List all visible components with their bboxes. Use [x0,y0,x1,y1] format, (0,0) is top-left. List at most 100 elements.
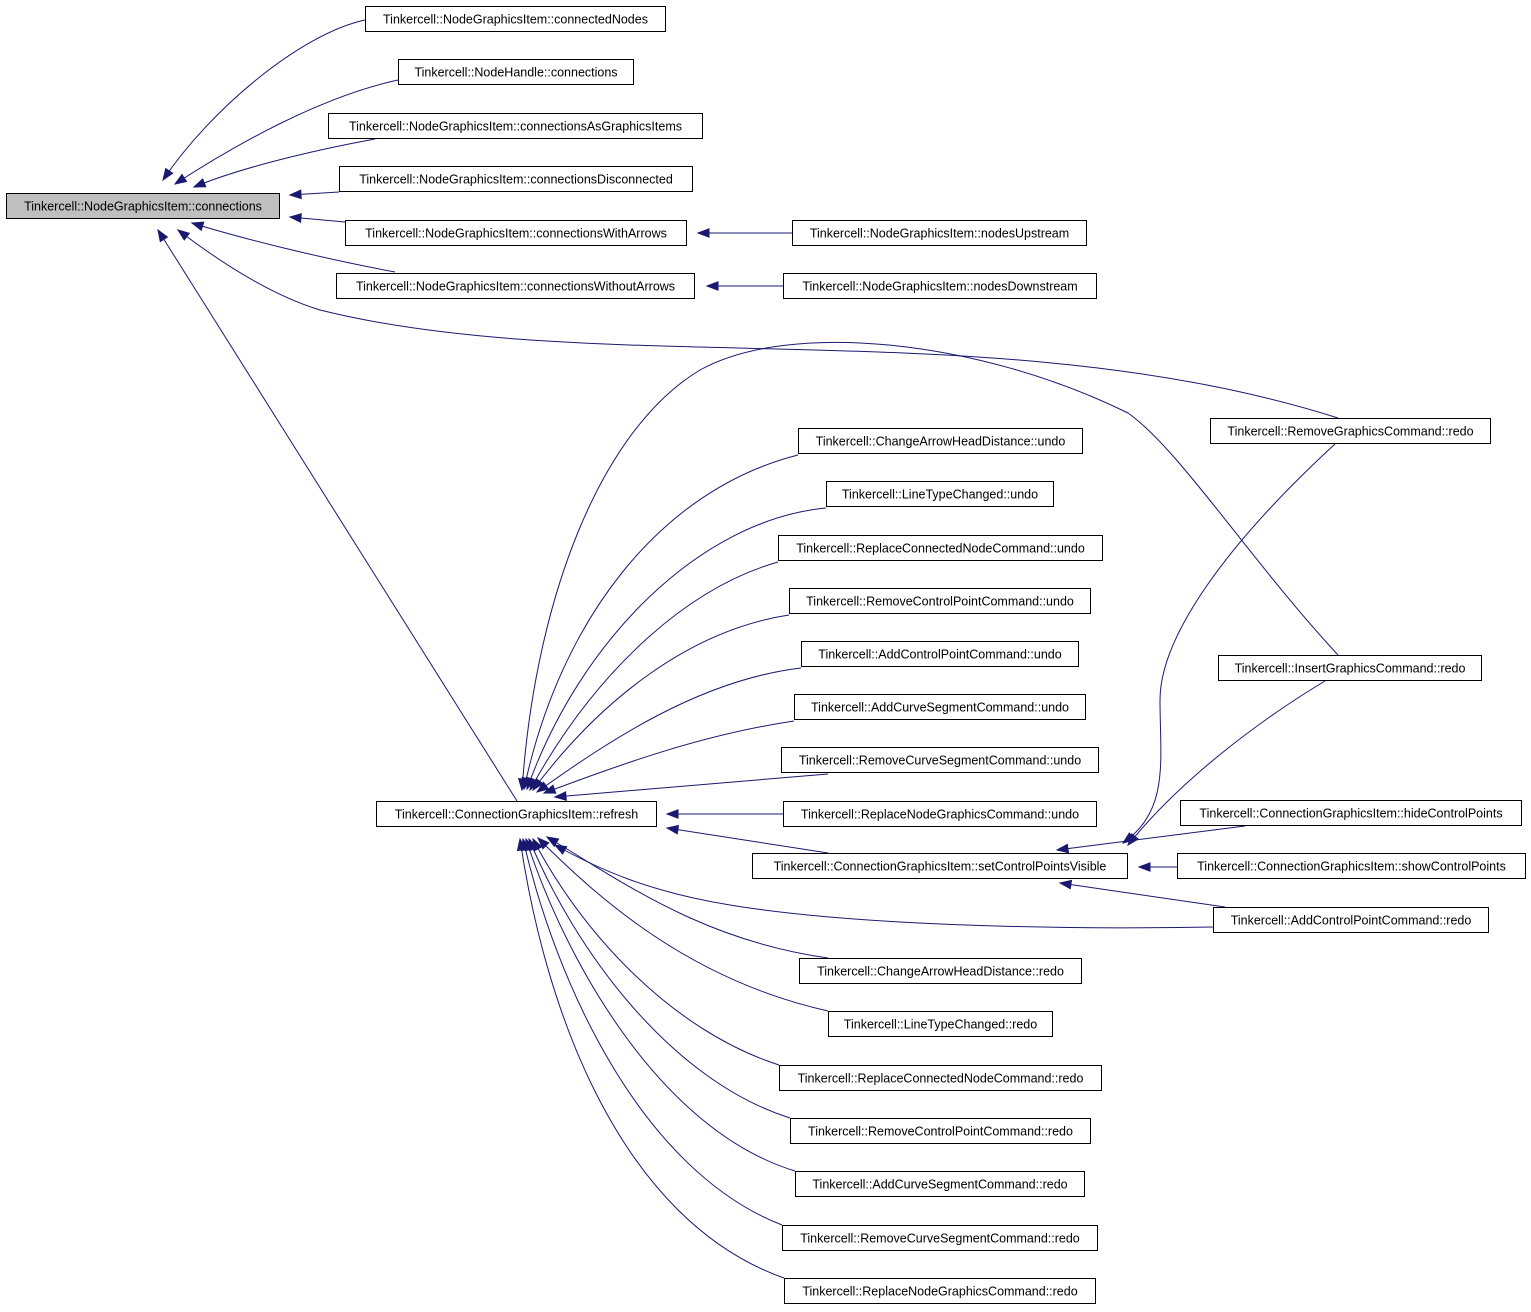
edge-arrowhead [532,777,544,792]
node-label: Tinkercell::ChangeArrowHeadDistance::red… [817,965,1064,979]
edge-insertGraphicsRedo-to-setCPV [1127,680,1326,847]
node-box [6,193,280,219]
edge-cahdRedo-to-refresh [545,836,829,959]
edge-acpcUndo-to-refresh [535,667,802,793]
node-box [799,958,1082,984]
node-box [398,59,634,85]
node-rcscRedo[interactable]: Tinkercell::RemoveCurveSegmentCommand::r… [782,1225,1098,1251]
node-label: Tinkercell::NodeGraphicsItem::connection… [24,200,262,214]
node-label: Tinkercell::AddControlPointCommand::redo [1231,914,1472,928]
edge-line [554,844,1214,929]
node-label: Tinkercell::NodeGraphicsItem::connection… [356,280,675,294]
node-rcscUndo[interactable]: Tinkercell::RemoveCurveSegmentCommand::u… [781,747,1099,773]
edge-removeGraphicsRedo-to-connections [176,229,1339,419]
edge-line [174,79,399,185]
node-box [783,801,1097,827]
node-setCPV[interactable]: Tinkercell::ConnectionGraphicsItem::setC… [752,853,1128,879]
node-box [826,481,1054,507]
node-hideCP[interactable]: Tinkercell::ConnectionGraphicsItem::hide… [1180,800,1522,826]
node-label: Tinkercell::NodeGraphicsItem::connection… [365,227,667,241]
edge-rcscRedo-to-refresh [520,837,783,1226]
edges-layer [157,19,1339,1279]
node-box [795,1171,1085,1197]
edge-arrowhead [553,791,567,801]
node-nodesUpstream[interactable]: Tinkercell::NodeGraphicsItem::nodesUpstr… [792,220,1087,246]
edge-arrowhead [537,837,550,850]
edge-line [157,229,518,802]
node-rngcUndo[interactable]: Tinkercell::ReplaceNodeGraphicsCommand::… [783,801,1097,827]
node-acpcRedo[interactable]: Tinkercell::AddControlPointCommand::redo [1213,907,1489,933]
node-connectedNodes[interactable]: Tinkercell::NodeGraphicsItem::connectedN… [365,6,666,32]
node-label: Tinkercell::ChangeArrowHeadDistance::und… [816,435,1066,449]
node-label: Tinkercell::ReplaceConnectedNodeCommand:… [798,1072,1084,1086]
node-showCP[interactable]: Tinkercell::ConnectionGraphicsItem::show… [1177,853,1526,879]
node-box [1210,418,1491,444]
node-label: Tinkercell::RemoveGraphicsCommand::redo [1227,425,1473,439]
edge-arrowhead [1137,862,1151,872]
node-acscUndo[interactable]: Tinkercell::AddCurveSegmentCommand::undo [794,694,1086,720]
node-acpcUndo[interactable]: Tinkercell::AddControlPointCommand::undo [801,641,1079,667]
node-box [798,428,1083,454]
node-ltcRedo[interactable]: Tinkercell::LineTypeChanged::redo [828,1011,1053,1037]
edge-line [529,561,779,791]
node-connections[interactable]: Tinkercell::NodeGraphicsItem::connection… [6,193,280,219]
node-insertGraphicsRedo[interactable]: Tinkercell::InsertGraphicsCommand::redo [1218,655,1482,681]
edge-acscRedo-to-refresh [524,837,796,1172]
node-rcpcRedo[interactable]: Tinkercell::RemoveControlPointCommand::r… [790,1118,1091,1144]
node-acscRedo[interactable]: Tinkercell::AddCurveSegmentCommand::redo [795,1171,1085,1197]
node-box [376,801,657,827]
edge-arrowhead [665,824,680,835]
node-rcncUndo[interactable]: Tinkercell::ReplaceConnectedNodeCommand:… [778,535,1103,561]
node-rcpcUndo[interactable]: Tinkercell::RemoveControlPointCommand::u… [789,588,1091,614]
edge-line [537,837,829,1012]
edge-refresh-to-connections [157,228,518,802]
node-ltcUndo[interactable]: Tinkercell::LineTypeChanged::undo [826,481,1054,507]
node-box [790,1118,1091,1144]
edge-ltcRedo-to-refresh [537,837,829,1012]
node-box [783,273,1097,299]
node-cahdRedo[interactable]: Tinkercell::ChangeArrowHeadDistance::red… [799,958,1082,984]
node-cahdUndo[interactable]: Tinkercell::ChangeArrowHeadDistance::und… [798,428,1083,454]
node-label: Tinkercell::ConnectionGraphicsItem::show… [1197,860,1506,874]
node-label: Tinkercell::AddCurveSegmentCommand::undo [811,701,1069,715]
node-box [365,6,666,32]
edge-arrowhead [192,178,207,188]
node-connectionsWithArrows[interactable]: Tinkercell::NodeGraphicsItem::connection… [345,220,687,246]
edge-arrowhead [162,167,174,182]
edge-line [177,229,1339,419]
node-label: Tinkercell::ConnectionGraphicsItem::refr… [395,808,638,822]
node-box [801,641,1079,667]
node-label: Tinkercell::ConnectionGraphicsItem::setC… [774,860,1107,874]
edge-line [543,720,795,794]
node-label: Tinkercell::ConnectionGraphicsItem::hide… [1199,807,1502,821]
edge-arrowhead [288,189,302,200]
edge-arrowhead [190,221,205,232]
edge-line [1059,882,1226,908]
edge-connectedNodes-to-connections [162,19,366,182]
node-connectionsDisconnected[interactable]: Tinkercell::NodeGraphicsItem::connection… [339,166,693,192]
node-label: Tinkercell::ReplaceConnectedNodeCommand:… [796,542,1085,556]
node-box [792,220,1087,246]
node-removeGraphicsRedo[interactable]: Tinkercell::RemoveGraphicsCommand::redo [1210,418,1491,444]
edge-arrowhead [542,784,557,794]
node-label: Tinkercell::NodeGraphicsItem::connection… [359,173,673,187]
node-nh_connections[interactable]: Tinkercell::NodeHandle::connections [398,59,634,85]
node-connectionsWithoutArrows[interactable]: Tinkercell::NodeGraphicsItem::connection… [336,273,695,299]
node-rngcRedo[interactable]: Tinkercell::ReplaceNodeGraphicsCommand::… [784,1278,1096,1304]
node-rcncRedo[interactable]: Tinkercell::ReplaceConnectedNodeCommand:… [779,1065,1102,1091]
edge-line [522,838,783,1226]
node-label: Tinkercell::AddControlPointCommand::undo [818,648,1061,662]
edge-line [1127,680,1326,846]
node-box [782,1225,1098,1251]
node-refresh[interactable]: Tinkercell::ConnectionGraphicsItem::refr… [376,801,657,827]
edge-rcncRedo-to-refresh [532,837,780,1066]
node-box [778,535,1103,561]
edge-arrowhead [288,213,302,223]
edge-acpcRedo-to-setCPV [1058,879,1226,908]
edge-acscUndo-to-refresh [542,720,795,794]
node-nodesDownstream[interactable]: Tinkercell::NodeGraphicsItem::nodesDowns… [783,273,1097,299]
node-connectionsAsGraphicsItems[interactable]: Tinkercell::NodeGraphicsItem::connection… [328,113,703,139]
node-box [828,1011,1053,1037]
node-box [784,1278,1096,1304]
